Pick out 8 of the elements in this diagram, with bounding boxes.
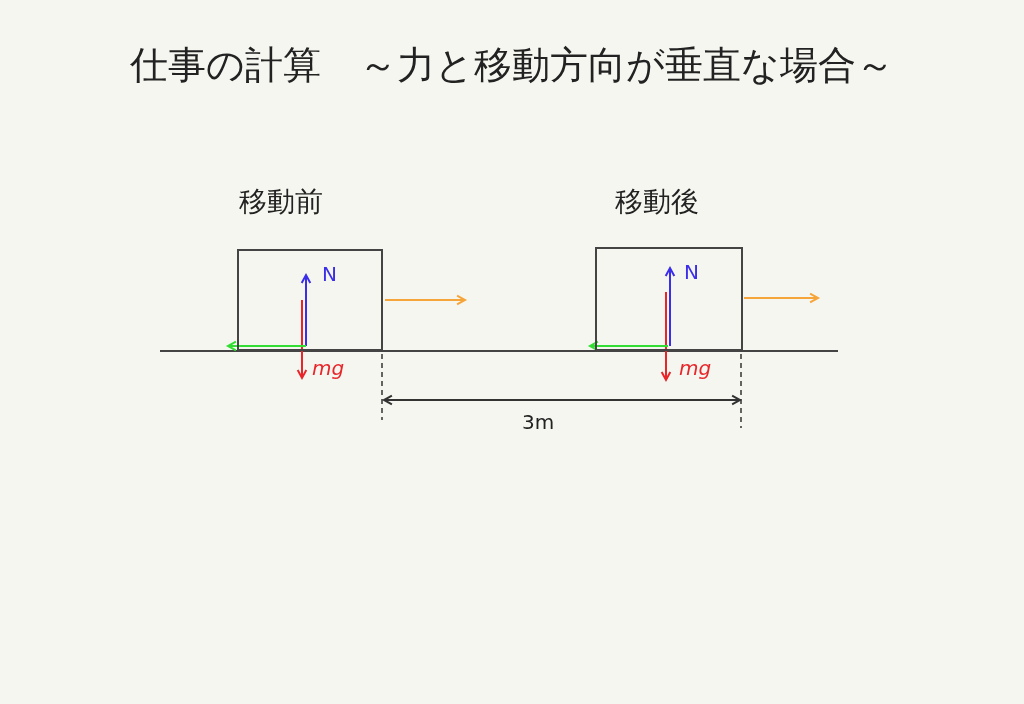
force-label: mg bbox=[679, 356, 712, 380]
dimension-label: 3m bbox=[522, 410, 555, 434]
force-label: N bbox=[322, 262, 337, 286]
force-label: mg bbox=[312, 356, 345, 380]
title: 仕事の計算 ～力と移動方向が垂直な場合～ bbox=[129, 42, 895, 89]
block-heading: 移動後 bbox=[615, 184, 699, 220]
force-label: N bbox=[684, 260, 699, 284]
block-heading: 移動前 bbox=[239, 184, 323, 220]
